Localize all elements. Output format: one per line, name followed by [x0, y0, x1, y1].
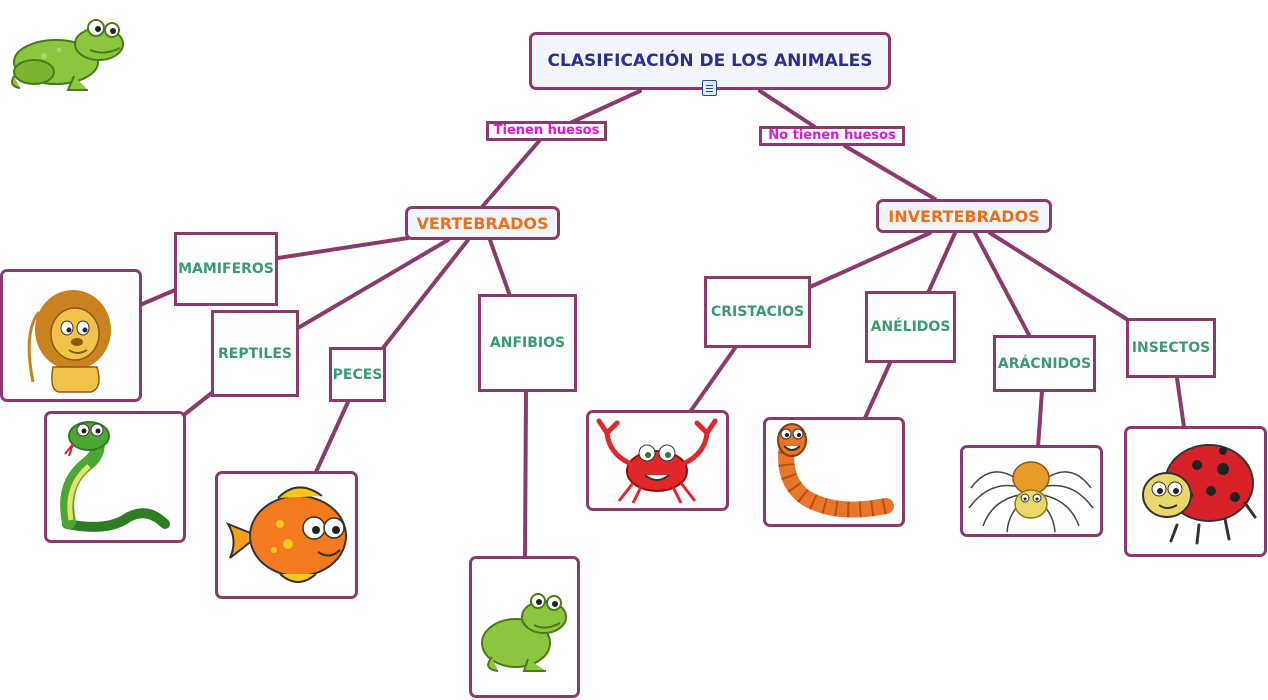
node-vertebrados-label: VERTEBRADOS	[416, 213, 549, 233]
node-anelidos[interactable]: ANÉLIDOS	[865, 291, 956, 363]
map-title[interactable]: CLASIFICACIÓN DE LOS ANIMALES	[529, 32, 891, 90]
crab-image[interactable]	[586, 410, 729, 511]
node-peces-label: PECES	[332, 366, 383, 383]
node-anfibios-label: ANFIBIOS	[489, 335, 566, 351]
snake-image[interactable]	[44, 411, 186, 543]
node-mamiferos-label: MAMIFEROS	[178, 261, 274, 277]
frog-logo	[4, 14, 128, 94]
ladybug-icon	[1142, 444, 1257, 545]
relation-label-no-tienen-huesos[interactable]: No tienen huesos	[759, 126, 905, 146]
lion-icon	[27, 290, 111, 393]
node-cristacios[interactable]: CRISTACIOS	[704, 276, 811, 348]
relation-label-text: No tienen huesos	[768, 128, 896, 143]
node-anfibios[interactable]: ANFIBIOS	[478, 294, 577, 392]
frog-image[interactable]	[469, 556, 580, 698]
node-invertebrados-label: INVERTEBRADOS	[888, 206, 1040, 226]
node-peces[interactable]: PECES	[329, 347, 386, 402]
node-reptiles[interactable]: REPTILES	[211, 310, 299, 397]
node-invertebrados[interactable]: INVERTEBRADOS	[876, 199, 1052, 233]
worm-icon	[777, 423, 894, 518]
crab-icon	[596, 418, 718, 504]
frog-icon	[481, 593, 567, 672]
note-icon[interactable]	[702, 80, 717, 96]
node-insectos-label: INSECTOS	[1131, 340, 1211, 356]
worm-image[interactable]	[763, 417, 905, 527]
node-reptiles-label: REPTILES	[218, 345, 292, 362]
relation-label-text: Tienen huesos	[493, 123, 600, 138]
fish-image[interactable]	[215, 471, 358, 599]
node-anelidos-label: ANÉLIDOS	[870, 319, 951, 335]
lion-image[interactable]	[0, 269, 142, 402]
node-mamiferos[interactable]: MAMIFEROS	[174, 232, 278, 306]
spider-icon	[968, 461, 1094, 533]
spider-image[interactable]	[960, 445, 1103, 537]
node-vertebrados[interactable]: VERTEBRADOS	[405, 206, 560, 240]
relation-label-tienen-huesos[interactable]: Tienen huesos	[486, 121, 607, 141]
node-aracnidos[interactable]: ARÁCNIDOS	[993, 335, 1096, 392]
map-title-text: CLASIFICACIÓN DE LOS ANIMALES	[547, 51, 873, 71]
snake-icon	[60, 421, 170, 532]
node-cristacios-label: CRISTACIOS	[710, 304, 805, 320]
fish-icon	[225, 486, 347, 583]
node-aracnidos-label: ARÁCNIDOS	[997, 355, 1092, 372]
node-insectos[interactable]: INSECTOS	[1126, 318, 1216, 378]
ladybug-image[interactable]	[1124, 426, 1267, 557]
